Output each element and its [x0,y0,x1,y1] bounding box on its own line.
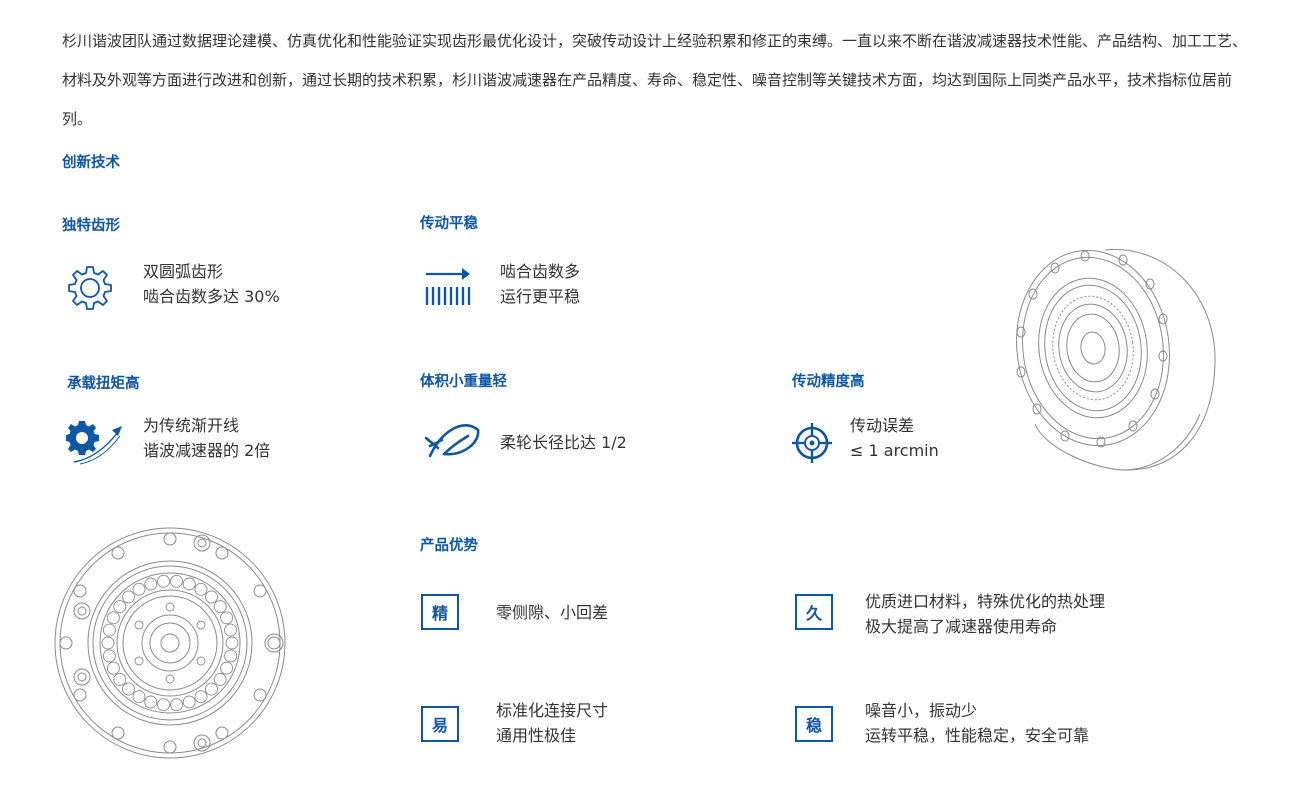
bearing-roller [205,590,218,604]
bearing-roller [213,672,227,686]
gear-outline-icon [68,266,112,310]
bearing-roller [106,661,120,675]
advantage-line2: 极大提高了减速器使用寿命 [865,617,1058,636]
badge-ease: 易 [421,706,459,742]
feature-line2: 谐波减速器的 2倍 [143,441,271,460]
bearing-roller [157,698,170,712]
feather-icon [424,424,480,458]
bearing-roller [225,636,239,650]
bearing-roller [102,623,116,637]
bearing-roller [194,582,208,596]
advantage-line1: 优质进口材料，特殊优化的热处理 [865,592,1106,611]
advantage-line1: 噪音小，振动少 [865,701,978,720]
bearing-roller [132,582,146,596]
bearing-roller [102,649,116,663]
gear-growth-icon [66,421,122,465]
intro-paragraph: 杉川谐波团队通过数据理论建模、仿真优化和性能验证实现齿形最优化设计，突破传动设计… [62,32,1248,128]
innovation-title: 创新技术 [62,155,120,171]
advantage-text-durability: 优质进口材料，特殊优化的热处理 极大提高了减速器使用寿命 [865,589,1105,639]
bearing-roller [194,690,208,704]
feature-line2: 运行更平稳 [500,287,581,306]
feature-text-precision: 传动误差 ≤ 1 arcmin [850,413,939,463]
feature-title-torque: 承载扭矩高 [67,376,140,392]
feature-line2: ≤ 1 arcmin [850,441,939,460]
feature-line2: 啮合齿数多达 30% [143,287,280,306]
bearing-roller [113,672,127,686]
feature-line1: 传动误差 [850,416,915,435]
bearing-roller [106,611,120,625]
feature-title-tooth-profile: 独特齿形 [62,218,120,234]
advantage-text-stability: 噪音小，振动少 运转平稳，性能稳定，安全可靠 [865,698,1089,748]
bearing-roller [224,649,238,663]
badge-stability: 稳 [795,706,833,742]
advantage-line1: 标准化连接尺寸 [496,701,609,720]
crosshair-target-icon [792,423,832,463]
bearing-roller [170,698,183,712]
feature-text-torque: 为传统渐开线 谐波减速器的 2倍 [143,413,270,463]
feature-line1: 啮合齿数多 [500,262,581,281]
bearing-roller [122,590,135,604]
bearing-roller [132,690,146,704]
bearing-roller [213,600,227,614]
advantage-line1: 零侧隙、小回差 [496,603,609,622]
feature-text-smooth: 啮合齿数多 运行更平稳 [500,259,580,309]
badge-durability: 久 [795,594,833,630]
bearing-roller [122,682,135,696]
bearing-roller [182,695,196,709]
reducer-front-view-drawing [54,527,286,759]
bearing-roller [220,611,234,625]
bearing-roller [113,600,127,614]
advantage-line2: 通用性极佳 [496,726,577,745]
bearing-roller [182,577,196,591]
feature-title-smooth: 传动平稳 [420,216,478,232]
advantage-line2: 运转平稳，性能稳定，安全可靠 [865,726,1090,745]
arrow-teeth-icon [425,268,471,305]
feature-title-lightweight: 体积小重量轻 [420,374,507,390]
feature-line1: 双圆弧齿形 [143,262,224,281]
feature-line1: 柔轮长径比达 1/2 [500,433,627,452]
advantage-text-precision: 零侧隙、小回差 [496,600,608,625]
feature-text-tooth-profile: 双圆弧齿形 啮合齿数多达 30% [143,259,280,309]
feature-text-lightweight: 柔轮长径比达 1/2 [500,430,627,455]
bearing-roller [170,574,183,588]
advantages-title: 产品优势 [420,538,478,554]
reducer-perspective-drawing [1016,249,1216,471]
bearing-roller [144,695,158,709]
advantage-text-ease: 标准化连接尺寸 通用性极佳 [496,698,608,748]
bearing-roller [144,577,158,591]
bearing-roller [101,636,115,650]
bearing-roller [224,623,238,637]
bearing-roller [157,574,170,588]
feature-line1: 为传统渐开线 [143,416,240,435]
feature-title-precision: 传动精度高 [792,374,865,390]
badge-precision: 精 [421,594,459,630]
bearing-roller [220,661,234,675]
bearing-roller [205,682,218,696]
